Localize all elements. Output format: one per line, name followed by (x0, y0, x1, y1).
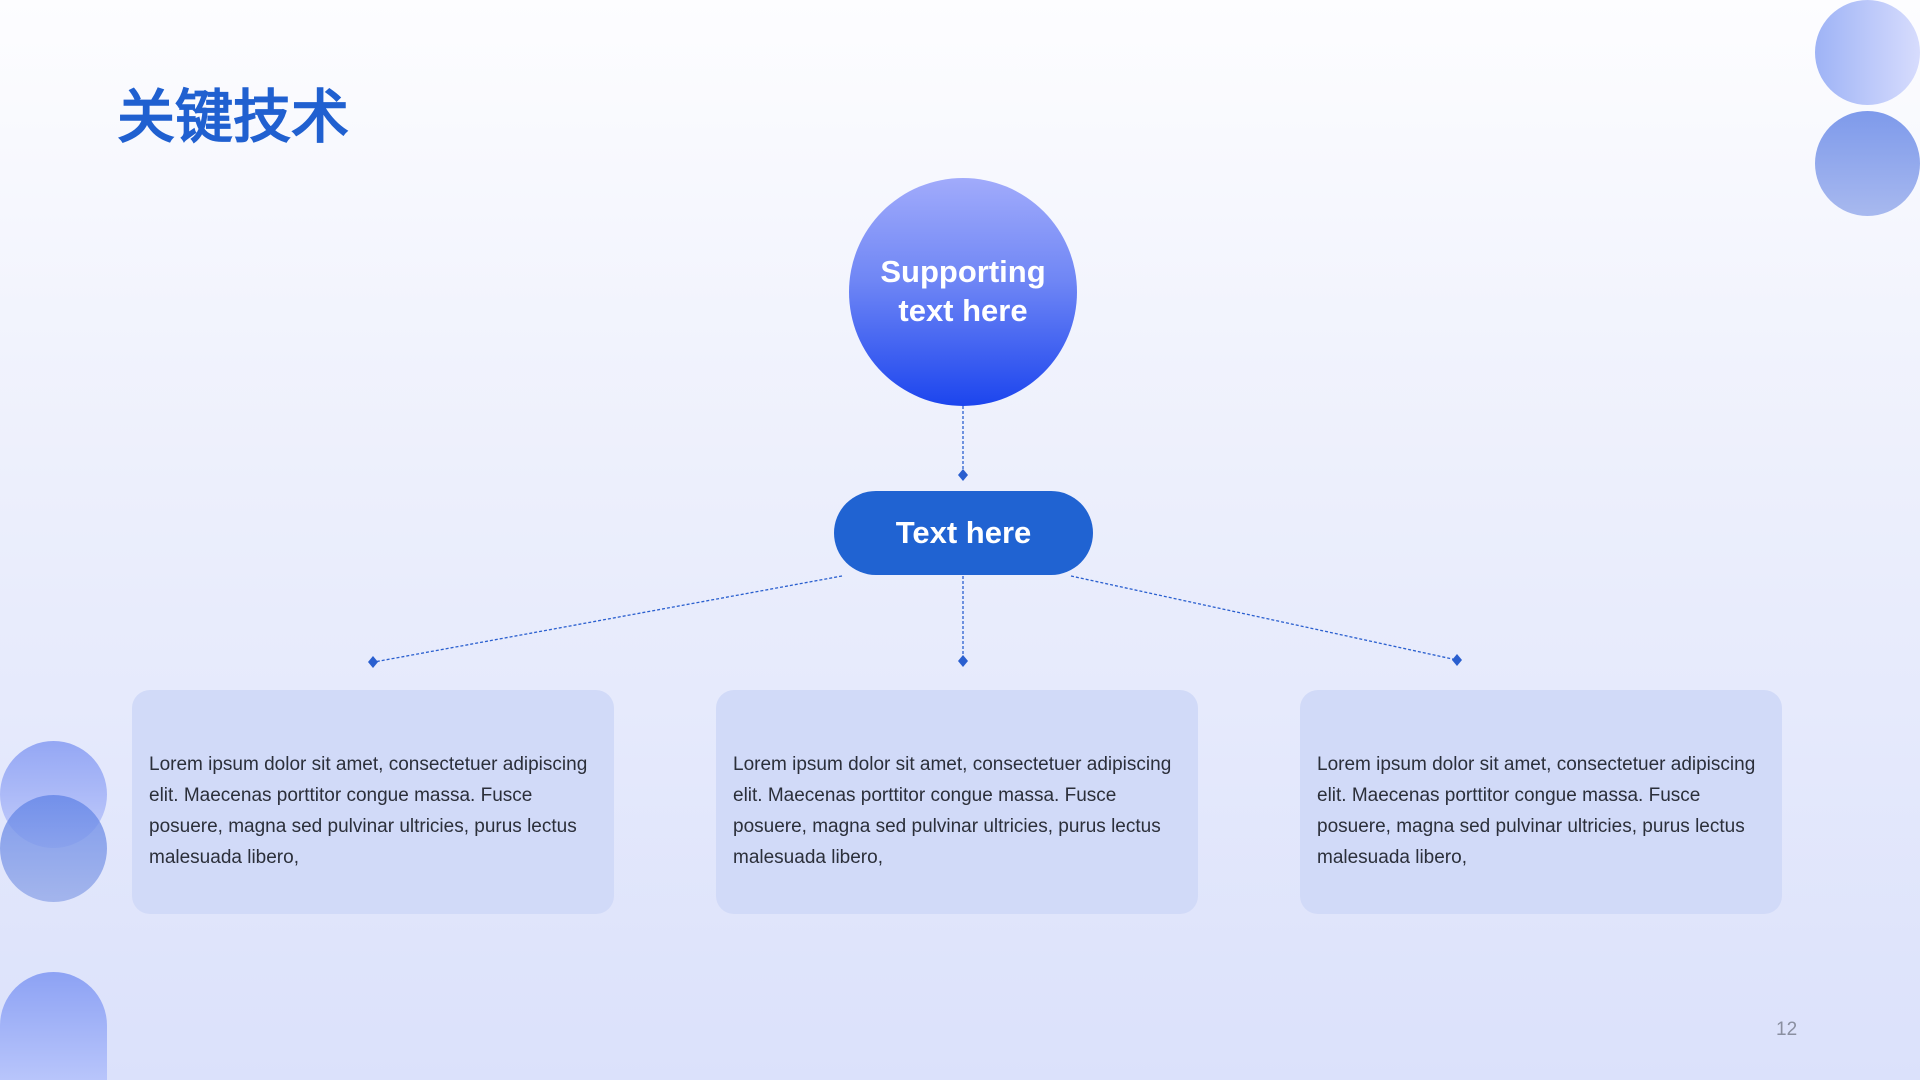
card-text: Lorem ipsum dolor sit amet, consectetuer… (149, 754, 588, 868)
connector-end-diamond (958, 655, 968, 667)
card-text: Lorem ipsum dolor sit amet, consectetuer… (733, 754, 1172, 868)
root-node-label: Supporting text here (880, 254, 1046, 328)
content-card-2: Lorem ipsum dolor sit amet, consectetuer… (716, 690, 1198, 914)
connector-end-diamond (368, 656, 378, 668)
connector-hub-to-card-3 (1070, 575, 1458, 661)
connector-hub-to-card-1 (373, 575, 843, 663)
connector-end-diamond (958, 469, 968, 481)
connector-end-diamond (1452, 654, 1462, 666)
decorative-circle (1815, 111, 1920, 216)
page-number: 12 (1776, 1019, 1798, 1040)
card-text: Lorem ipsum dolor sit amet, consectetuer… (1317, 754, 1756, 868)
decorative-circle (1815, 0, 1920, 105)
hub-node-label: Text here (895, 515, 1032, 550)
decorative-circle (0, 795, 107, 902)
content-card-3: Lorem ipsum dolor sit amet, consectetuer… (1300, 690, 1782, 914)
hub-node-pill: Text here (834, 491, 1093, 575)
decorative-arch (0, 972, 107, 1080)
root-node-circle: Supporting text here (849, 178, 1077, 406)
content-card-1: Lorem ipsum dolor sit amet, consectetuer… (132, 690, 614, 914)
slide-title: 关键技术 (117, 83, 350, 151)
